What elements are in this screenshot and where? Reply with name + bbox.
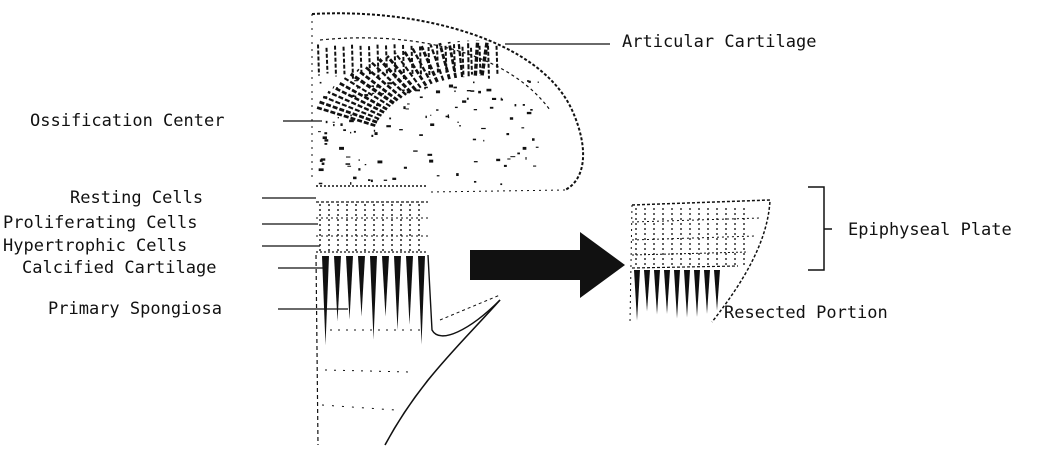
label-proliferating-cells: Proliferating Cells xyxy=(3,213,197,233)
primary-spongiosa-spikes xyxy=(322,256,425,345)
resected-spikes xyxy=(634,270,720,321)
label-hypertrophic-cells: Hypertrophic Cells xyxy=(3,236,187,256)
label-ossification-center: Ossification Center xyxy=(30,111,224,131)
label-resting-cells: Resting Cells xyxy=(70,188,203,208)
growth-plate-zones xyxy=(316,186,428,252)
resection-arrow xyxy=(470,232,625,298)
proliferating-columns xyxy=(320,204,419,252)
label-primary-spongiosa: Primary Spongiosa xyxy=(48,299,222,319)
label-articular-cartilage: Articular Cartilage xyxy=(622,32,816,52)
label-calcified-cartilage: Calcified Cartilage xyxy=(22,258,216,278)
epiphyseal-plate-bracket xyxy=(808,187,832,270)
label-epiphyseal-plate: Epiphyseal Plate xyxy=(848,220,1012,240)
label-resected-portion: Resected Portion xyxy=(724,303,888,323)
articular-cartilage-columns xyxy=(315,40,497,125)
